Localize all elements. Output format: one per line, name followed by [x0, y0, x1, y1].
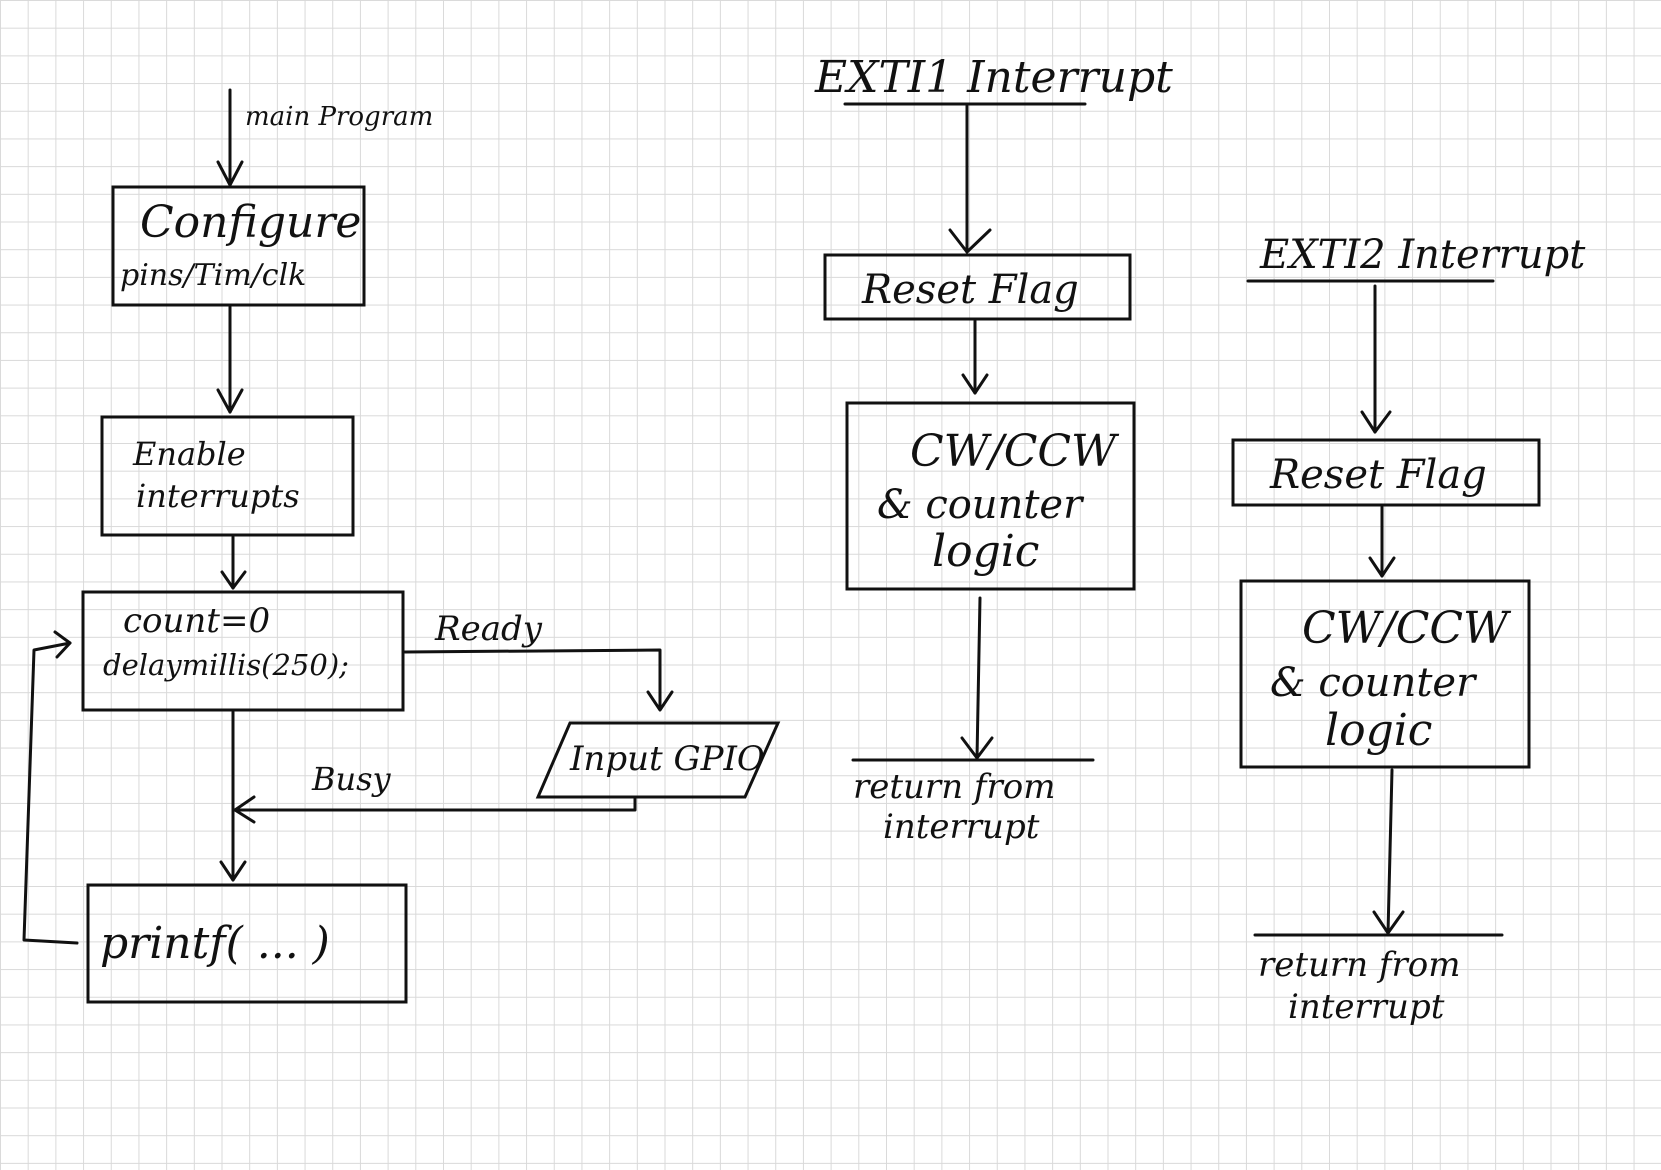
arrowhead-enable — [216, 388, 244, 414]
exti2-logic-line2: & counter — [1270, 660, 1478, 706]
exti2-flow: EXTI2 Interrupt Reset Flag CW/CCW & coun… — [1231, 232, 1586, 1027]
ready-arrow — [403, 648, 662, 710]
enable-line2: interrupts — [136, 477, 300, 515]
exti1-arrowhead-reset — [948, 228, 992, 254]
entry-arrowhead — [216, 160, 244, 187]
exti2-arrowhead-reset — [1360, 410, 1392, 434]
exti1-logic-line2: & counter — [877, 482, 1085, 528]
enable-line1: Enable — [132, 435, 246, 473]
exti2-return-line1: return from — [1258, 945, 1460, 985]
busy-arrow — [233, 797, 637, 812]
count-line1: count=0 — [123, 601, 270, 641]
exti1-return-line1: return from — [853, 767, 1055, 807]
exti2-arrowhead-logic — [1368, 556, 1396, 578]
ready-label: Ready — [434, 609, 543, 649]
exti2-logic-line3: logic — [1325, 705, 1432, 756]
enable-interrupts-box — [100, 415, 355, 537]
loop-back-arrow — [22, 641, 79, 945]
exti2-logic-line1: CW/CCW — [1302, 603, 1512, 654]
arrowhead-printf — [219, 860, 247, 882]
input-gpio-box — [535, 721, 781, 799]
exti1-logic-line1: CW/CCW — [910, 426, 1120, 477]
busy-arrowhead — [233, 795, 256, 824]
exti2-arrow-return — [1386, 768, 1394, 935]
exti2-title: EXTI2 Interrupt — [1259, 232, 1586, 278]
exti2-reset-label: Reset Flag — [1269, 452, 1487, 498]
exti1-logic-box — [845, 401, 1136, 591]
exti2-logic-box — [1239, 579, 1531, 769]
exti1-arrow-return — [975, 596, 982, 760]
exti1-return-line2: interrupt — [883, 807, 1040, 847]
printf-label: printf( ... ) — [100, 918, 330, 969]
exti1-arrowhead-logic — [961, 373, 989, 395]
configure-line1: Configure — [140, 197, 361, 248]
printf-box — [86, 883, 408, 1004]
exti1-title: EXTI1 Interrupt — [814, 52, 1173, 103]
main-program-label: main Program — [245, 102, 433, 132]
exti2-arrowhead-return — [1372, 910, 1405, 935]
exti1-logic-line3: logic — [932, 526, 1039, 577]
input-gpio-label: Input GPIO — [569, 739, 765, 779]
exti1-reset-label: Reset Flag — [861, 267, 1079, 313]
main-flow: main Program Configure pins/Tim/clk Enab… — [22, 88, 781, 1004]
ready-arrowhead — [646, 690, 674, 712]
configure-box — [111, 185, 366, 307]
arrowhead-count — [220, 570, 247, 590]
loop-back-arrowhead — [53, 630, 72, 659]
exti2-reset-box — [1231, 438, 1541, 507]
count-line2: delaymillis(250); — [103, 648, 349, 682]
busy-label: Busy — [311, 760, 392, 798]
exti2-return-line2: interrupt — [1288, 987, 1445, 1027]
count-box — [81, 590, 405, 712]
exti1-reset-box — [823, 253, 1132, 321]
exti1-flow: EXTI1 Interrupt Reset Flag CW/CCW & coun… — [814, 52, 1173, 847]
exti1-arrowhead-return — [960, 736, 994, 760]
configure-line2: pins/Tim/clk — [120, 258, 306, 293]
